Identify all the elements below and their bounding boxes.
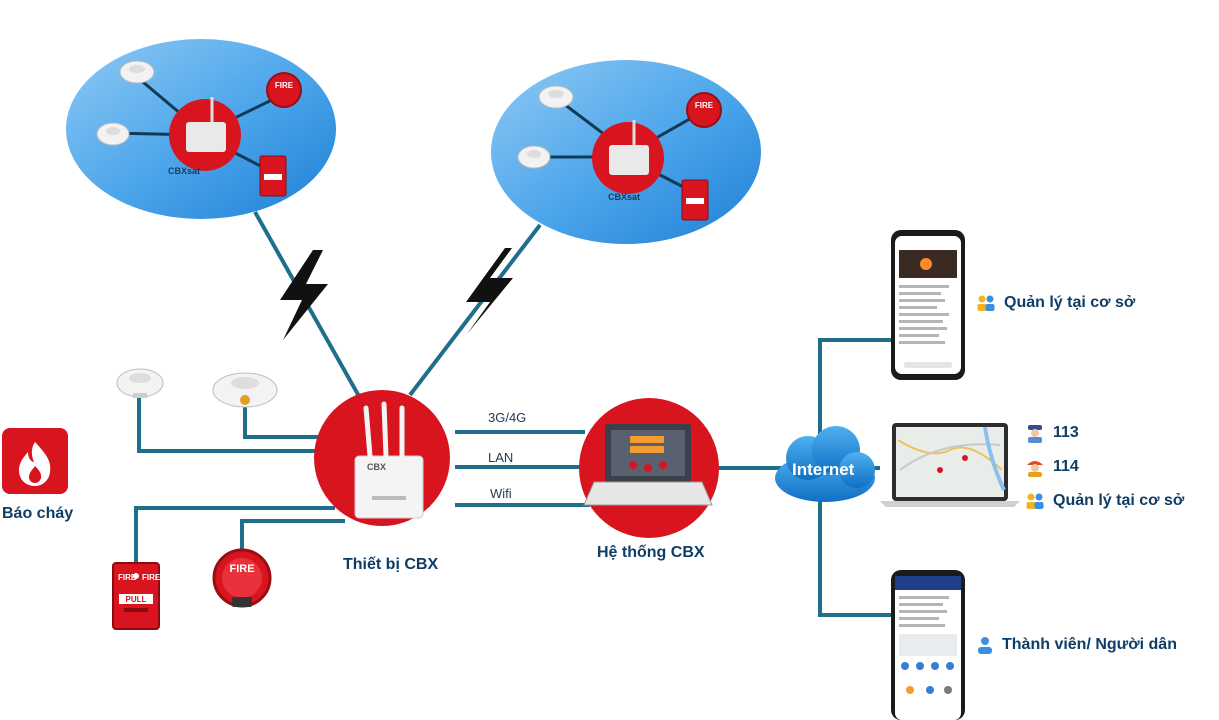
heat-detector-icon	[212, 372, 278, 408]
recipient-member-label: Thành viên/ Người dân	[1002, 636, 1177, 653]
line-cloud-phone-top	[818, 338, 893, 440]
police-icon	[1028, 425, 1042, 443]
system-label: Hệ thống CBX	[597, 544, 705, 561]
svg-text:FIRE: FIRE	[275, 81, 294, 90]
smoke-detector-icon	[116, 368, 164, 398]
recipient-police: 113	[1025, 423, 1079, 443]
cbx-gateway	[314, 390, 450, 526]
link-3g4g-label: 3G/4G	[488, 410, 527, 425]
manual-call-point-icon	[112, 562, 160, 630]
cluster-label-right: CBXsat	[608, 192, 641, 202]
fire-bell-icon: FIRE	[686, 92, 722, 128]
line-fire-bell	[240, 519, 345, 552]
svg-text:FIRE: FIRE	[695, 101, 714, 110]
cbx-system	[579, 398, 719, 538]
call-point-pull-label: PULL	[126, 595, 147, 604]
line-cluster-right	[408, 223, 542, 397]
laptop	[880, 423, 1020, 507]
line-manual-call-point	[134, 506, 335, 563]
gateway-label: Thiết bị CBX	[343, 556, 439, 573]
call-point-fire-label: FIRE	[118, 573, 137, 582]
fire-bell-label: FIRE	[229, 563, 254, 575]
firefighter-number: 114	[1053, 458, 1079, 475]
recipient-manager-label: Quản lý tại cơ sở	[1004, 294, 1136, 311]
router-brand-label: CBX	[367, 462, 386, 472]
link-wifi-label: Wifi	[490, 486, 512, 501]
recipient-manager-top: Quản lý tại cơ sở	[976, 294, 1135, 312]
manual-call-point-icon	[259, 155, 287, 197]
recipient-firefighter: 114	[1025, 457, 1079, 477]
firefighter-icon	[1027, 461, 1043, 477]
link-lan-label: LAN	[488, 450, 514, 465]
person-icon	[978, 637, 992, 654]
smoke-detector-icon	[538, 85, 574, 109]
recipient-manager-label: Quản lý tại cơ sở	[1053, 492, 1185, 509]
recipient-member: Thành viên/ Người dân	[976, 636, 1177, 654]
manual-call-point-icon	[681, 179, 709, 221]
group-icon	[1026, 493, 1044, 509]
phone-top	[891, 230, 965, 380]
phone-bottom	[891, 570, 965, 720]
fire-bell-icon	[212, 548, 272, 608]
police-number: 113	[1053, 424, 1079, 441]
fire-alarm-label: Báo cháy	[2, 505, 74, 522]
line-heat-detector	[243, 407, 330, 439]
smoke-detector-icon	[96, 122, 130, 146]
line-smoke-detector-left	[137, 392, 340, 453]
internet-cloud	[775, 426, 875, 502]
cluster-right: FIRE	[491, 60, 761, 244]
lightning-icon	[466, 248, 513, 334]
recipient-manager-laptop: Quản lý tại cơ sở	[1025, 492, 1184, 510]
cluster-label-left: CBXsat	[168, 166, 201, 176]
smoke-detector-icon	[517, 145, 551, 169]
fire-bell-icon: FIRE	[266, 72, 302, 108]
connection-lines	[134, 211, 893, 617]
line-cloud-phone-bottom	[818, 500, 893, 617]
internet-label: Internet	[792, 460, 855, 479]
fire-alarm-icon	[2, 428, 68, 494]
smoke-detector-icon	[119, 60, 155, 84]
lightning-icon	[280, 250, 328, 340]
cluster-left: FIRE	[66, 39, 336, 219]
group-icon	[977, 295, 995, 311]
call-point-fire-label: FIRE	[142, 573, 161, 582]
